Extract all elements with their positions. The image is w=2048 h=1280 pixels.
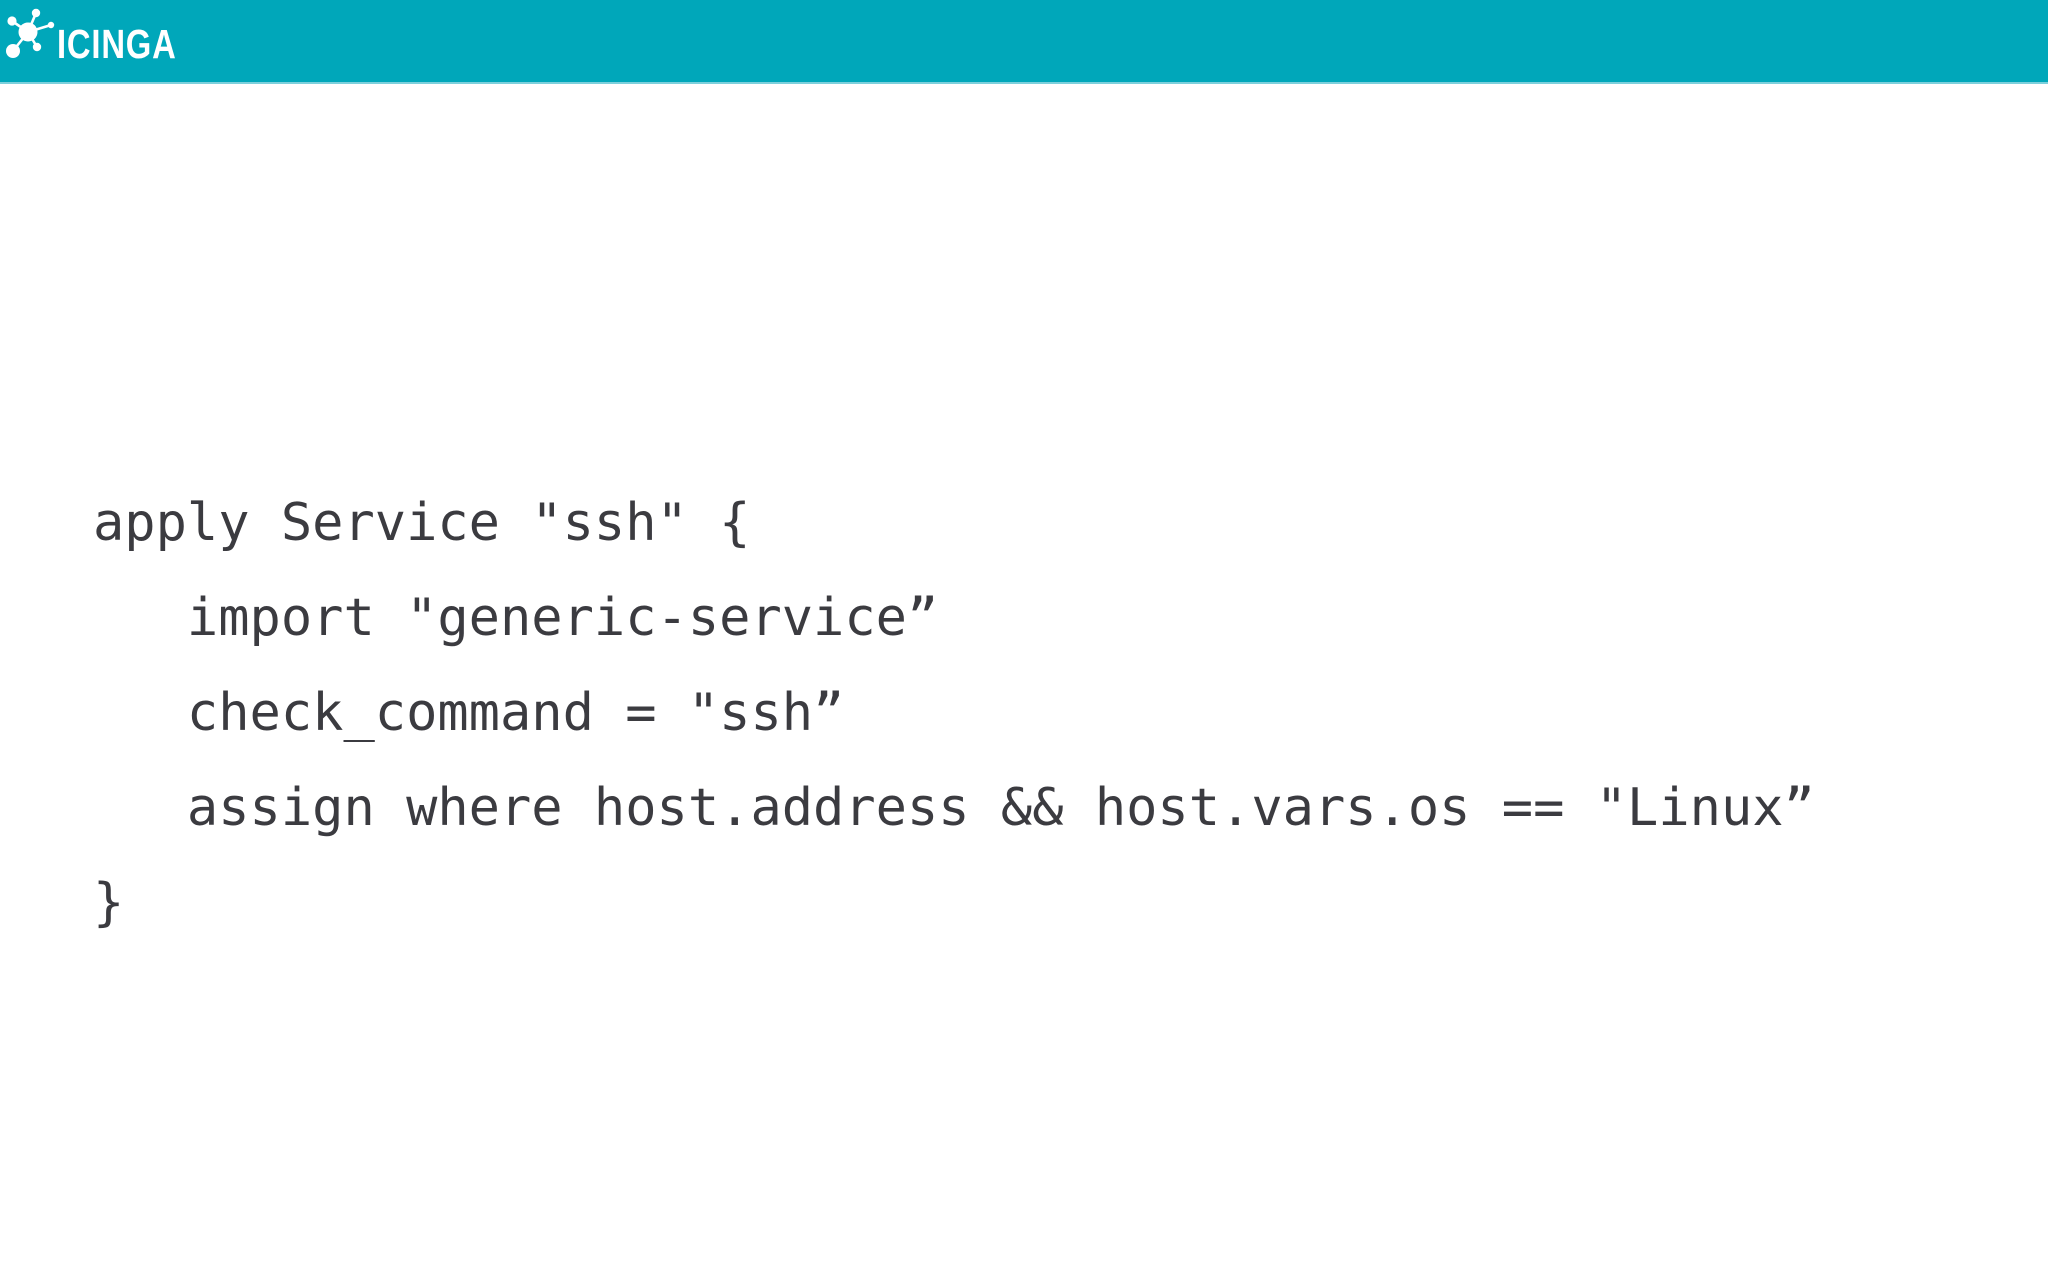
code-line-assign: assign where host.address && host.vars.o… xyxy=(93,778,1815,838)
icinga-wordmark: ICINGA xyxy=(57,21,177,67)
code-block: apply Service "ssh" { import "generic-se… xyxy=(93,476,1815,951)
code-line-closing-brace: } xyxy=(93,873,125,933)
icinga-header-bar: ICINGA xyxy=(0,0,2048,84)
code-line-apply: apply Service "ssh" { xyxy=(93,493,751,553)
icinga-logo: ICINGA xyxy=(0,0,220,84)
code-line-import: import "generic-service” xyxy=(93,588,939,648)
code-line-check-command: check_command = "ssh” xyxy=(93,683,845,743)
molecule-network-icon xyxy=(6,8,55,58)
